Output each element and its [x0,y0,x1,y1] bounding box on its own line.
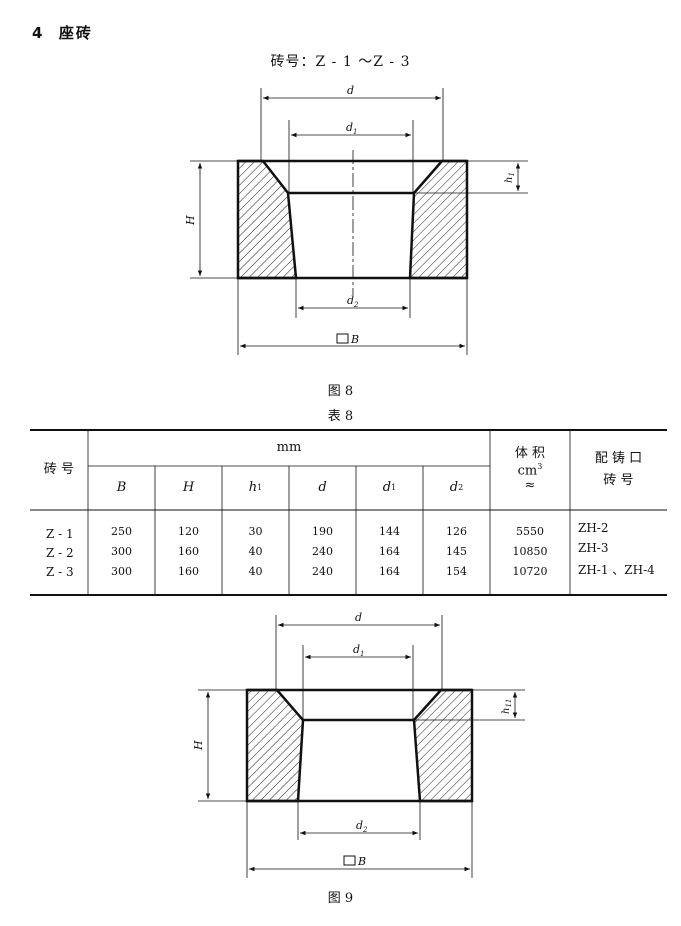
table-row-3-d2: 154 [446,565,467,578]
section-heading: 4 座砖 [32,22,93,43]
table-row-3-h1: 40 [248,565,263,578]
fig9-label-h11: h11 [501,699,513,714]
table-row-3-H: 160 [178,565,199,578]
table-row-3-brick: Z - 3 [46,565,74,579]
fig9-left-wall [245,688,305,803]
header-mm: mm [276,440,302,456]
fig9-label-d2: d2 [356,819,368,834]
table-row-1-H: 120 [178,525,199,538]
table-8-caption: 表 8 [327,409,354,424]
table-row-2-d2: 145 [446,545,467,558]
fig9-square-symbol-icon [343,855,356,866]
section-title: 座砖 [58,24,93,42]
fig8-label-B: B [350,333,359,346]
fig8-label-d2: d2 [347,294,359,309]
fig9-right-wall [412,688,474,803]
fig8-label-h1: h1 [504,172,516,183]
table-row-1-d2: 126 [446,525,467,538]
fig9-label-d1: d1 [353,643,365,658]
table-row-2-volume: 10850 [512,545,548,558]
header-volume: 体 积 cm3 ≈ [514,445,546,494]
table-row-1-d: 190 [312,525,333,538]
header-B: B [116,480,127,496]
header-H: H [182,480,195,496]
table-row-1-volume: 5550 [516,525,544,538]
fig8-label-d: d [347,84,354,97]
header-brick-no: 砖 号 [43,462,75,478]
header-d: d [318,480,327,496]
table-row-2-h1: 40 [248,545,263,558]
table-row-2-d1: 164 [379,545,400,558]
figure-9-caption: 图 9 [327,891,354,906]
table-row-1-h1: 30 [248,525,263,538]
table-row-3-B: 300 [111,565,132,578]
figure-8-caption: 图 8 [327,384,354,399]
fig8-square-symbol-icon [336,333,349,344]
table-row-2-d: 240 [312,545,333,558]
section-number: 4 [32,24,45,42]
table-row-1-B: 250 [111,525,132,538]
table-row-3-d1: 164 [379,565,400,578]
table-row-2-match: ZH-3 [578,541,609,555]
brick-range-subtitle: 砖号：Z - 1 ～Z - 3 [270,54,411,70]
table-row-2-brick: Z - 2 [46,546,74,560]
fig9-label-B: B [357,855,366,868]
table-row-2-H: 160 [178,545,199,558]
table-row-1-d1: 144 [379,525,400,538]
table-row-3-volume: 10720 [512,565,548,578]
table-row-2-B: 300 [111,545,132,558]
table-row-3-match: ZH-1 、ZH-4 [578,563,655,577]
fig8-label-d1: d1 [346,121,358,136]
table-row-3-d: 240 [312,565,333,578]
table-row-1-match: ZH-2 [578,521,609,535]
table-8-rules [30,429,667,596]
fig9-label-d: d [355,611,362,624]
fig8-right-wall [408,159,469,280]
table-row-1-brick: Z - 1 [46,527,74,541]
fig8-left-wall [236,159,298,280]
fig9-label-H: H [192,740,205,751]
header-matching-brick: 配 铸 口 砖 号 [594,451,643,488]
fig8-label-H: H [184,215,197,226]
